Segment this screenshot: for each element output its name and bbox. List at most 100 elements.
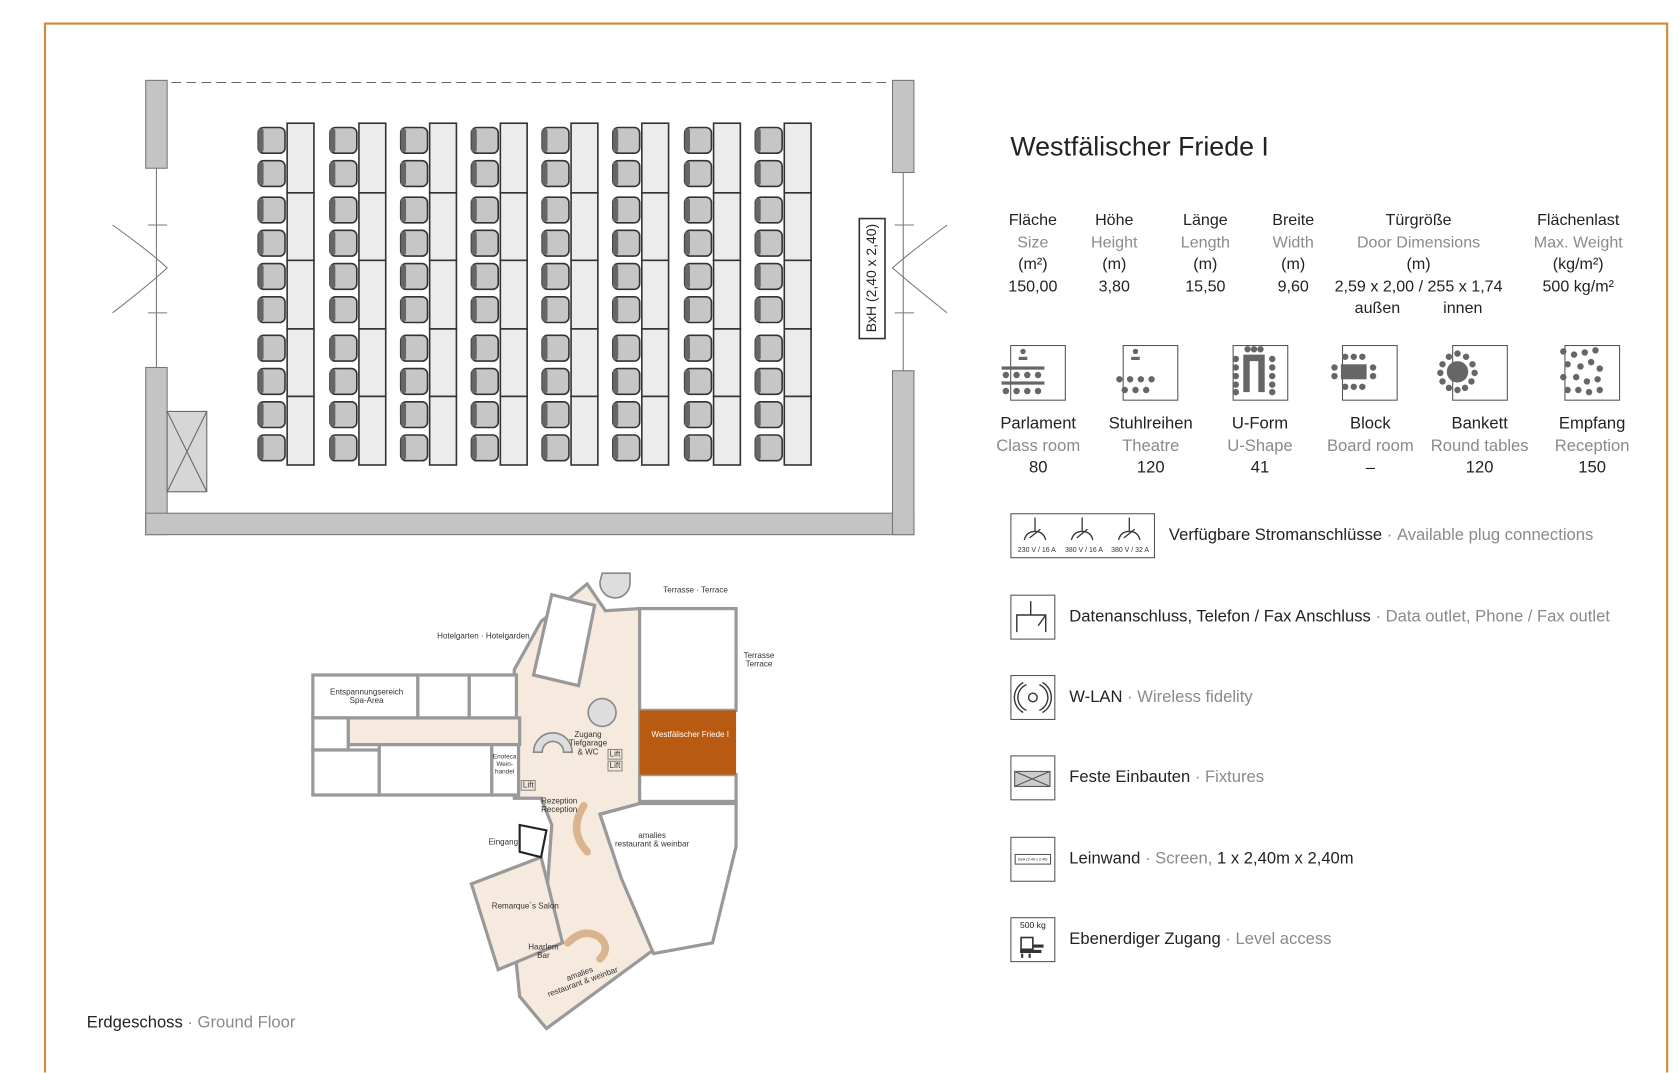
table — [286, 395, 315, 466]
chair-back — [471, 336, 477, 361]
map-label-room[interactable]: Westfälischer Friede I — [651, 729, 729, 740]
chair-back — [471, 436, 477, 460]
chair-back — [755, 198, 761, 222]
reception-desk — [572, 801, 591, 856]
chair-back — [400, 336, 407, 361]
chair-back — [755, 161, 761, 186]
fixtures-icon — [1010, 755, 1056, 801]
table — [570, 328, 599, 398]
chair-back — [684, 161, 691, 186]
chair-back — [684, 297, 691, 322]
layout-name-de: Bankett — [1451, 414, 1508, 433]
chair-back — [542, 436, 548, 460]
feature-level-access: 500 kg Ebenerdiger Zugang · Level access — [1010, 917, 1331, 963]
chair-back — [471, 264, 477, 289]
door-right-icon — [891, 224, 948, 314]
chair-back — [542, 297, 548, 322]
spiral-stairs-icon — [587, 697, 617, 728]
chair-back — [400, 161, 407, 186]
table — [358, 192, 387, 262]
layout-name-de: U-Form — [1231, 414, 1289, 433]
stairs-icon — [532, 732, 573, 753]
layout-name-de: Stuhlreihen — [1108, 414, 1193, 433]
chair-back — [330, 161, 336, 186]
table — [499, 328, 528, 398]
chair-back — [330, 264, 336, 289]
table — [499, 259, 528, 330]
table — [712, 328, 742, 398]
floor-caption: Erdgeschoss · Ground Floor — [86, 1013, 296, 1032]
chair-back — [684, 198, 691, 222]
layout-name-de: Parlament — [1000, 414, 1077, 433]
layout-capacity: 150 — [1578, 458, 1606, 477]
chair-back — [258, 231, 264, 256]
classroom-layout-icon — [1001, 345, 1067, 401]
chair-back — [755, 264, 761, 289]
chair-back — [755, 402, 761, 427]
chair-back — [258, 402, 264, 427]
chair-back — [400, 264, 407, 289]
chair-back — [330, 231, 336, 256]
chair-back — [542, 198, 548, 222]
chair-back — [330, 336, 336, 361]
table — [286, 328, 315, 398]
chair-back — [258, 297, 264, 322]
page: BxH (2,40 x 2,40) Terrasse · Te — [43, 22, 1669, 1073]
table — [640, 259, 670, 330]
layout-name-en: Board room — [1326, 436, 1414, 455]
chair-back — [755, 336, 761, 361]
chair-back — [400, 369, 407, 394]
layout-capacity: 120 — [1465, 458, 1494, 477]
chair-back — [684, 231, 691, 256]
table — [358, 259, 387, 330]
chair-back — [612, 198, 619, 222]
table — [428, 122, 458, 194]
table — [783, 192, 812, 262]
table — [783, 122, 812, 194]
chair-back — [755, 369, 761, 394]
layout-name-en: Class room — [996, 436, 1081, 455]
table — [783, 395, 812, 466]
table — [640, 395, 670, 466]
highlighted-room — [639, 710, 737, 775]
chair-back — [612, 369, 619, 394]
map-label: Terrasse · Terrace — [663, 585, 728, 595]
chair-back — [684, 128, 691, 153]
chair-back — [684, 369, 691, 394]
chair-back — [612, 161, 619, 186]
corridor — [346, 716, 522, 747]
fixtures-block — [166, 410, 208, 493]
chair-back — [542, 264, 548, 289]
chair-back — [330, 369, 336, 394]
table — [358, 395, 387, 466]
table — [286, 122, 315, 194]
remarque-salon-area — [469, 854, 565, 972]
chair-back — [612, 436, 619, 460]
chair-back — [471, 402, 477, 427]
chair-back — [330, 198, 336, 222]
chair-back — [258, 436, 264, 460]
chair-back — [258, 198, 264, 222]
door-frame-left — [147, 168, 168, 368]
boardroom-layout-icon — [1331, 345, 1399, 401]
map-label: Remarque´s Salon — [491, 901, 559, 911]
chair-back — [755, 128, 761, 153]
chair-back — [612, 402, 619, 427]
table — [570, 395, 599, 466]
map-label: Hotelgarten · Hotelgarden — [437, 631, 530, 641]
chair-back — [400, 231, 407, 256]
chair-back — [400, 297, 407, 322]
